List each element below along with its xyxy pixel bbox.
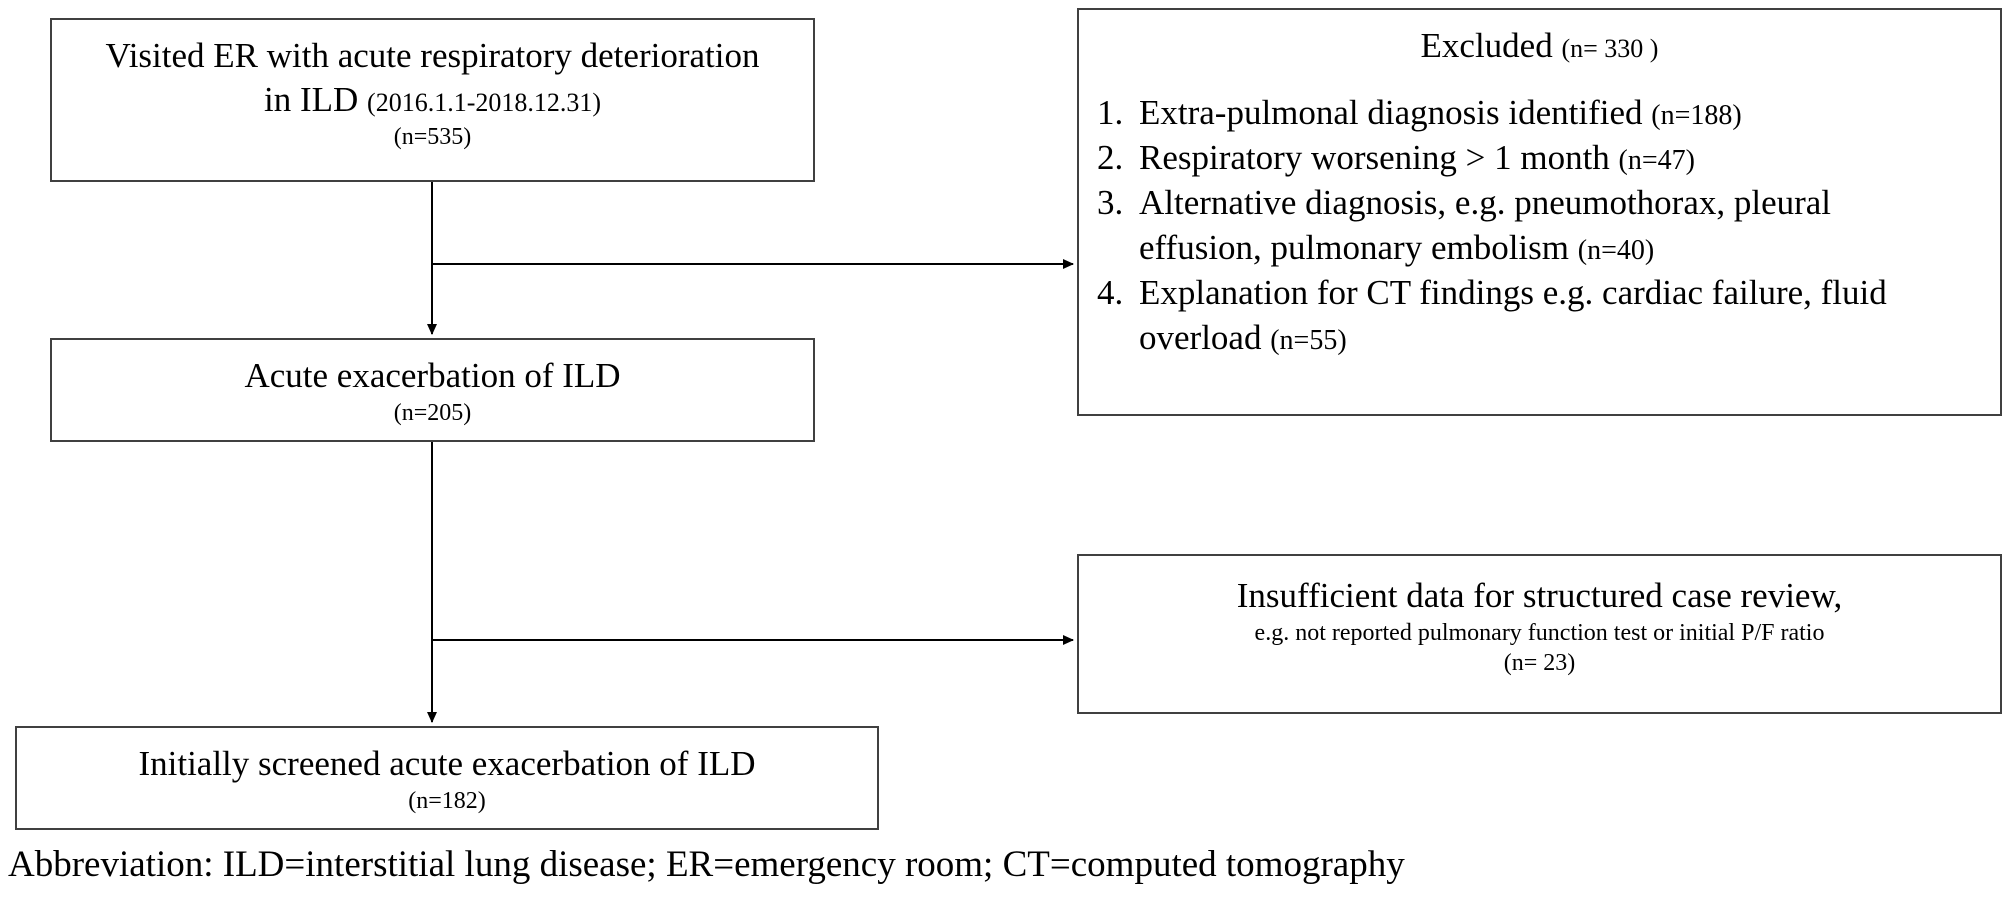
visited-er-count: (n=535) bbox=[393, 124, 472, 150]
excluded-reason-text-cont: effusion, pulmonary embolism (n=40) bbox=[1139, 225, 1980, 270]
abbreviation-footnote: Abbreviation: ILD=interstitial lung dise… bbox=[8, 844, 1405, 885]
excluded-reason-text: Alternative diagnosis, e.g. pneumothorax… bbox=[1139, 183, 1832, 222]
visited-er-line2-main: in ILD bbox=[263, 80, 359, 119]
excluded-count: (n= 330 ) bbox=[1561, 34, 1659, 63]
excluded-reason-text-cont: overload (n=55) bbox=[1139, 315, 1980, 360]
excluded-reason-text: Explanation for CT findings e.g. cardiac… bbox=[1139, 273, 1887, 312]
excluded-reason-text: Respiratory worsening > 1 month bbox=[1139, 138, 1610, 177]
initially-screened-box: Initially screened acute exacerbation of… bbox=[15, 726, 879, 830]
insufficient-data-box: Insufficient data for structured case re… bbox=[1077, 554, 2002, 714]
visited-er-box: Visited ER with acute respiratory deteri… bbox=[50, 18, 815, 182]
excluded-reason-count: (n=47) bbox=[1618, 145, 1695, 176]
excluded-title: Excluded bbox=[1420, 26, 1553, 65]
excluded-reason-number: 2. bbox=[1097, 138, 1124, 177]
insufficient-data-title: Insufficient data for structured case re… bbox=[1236, 576, 1843, 615]
excluded-reason-text: overload bbox=[1139, 318, 1262, 357]
excluded-reason-number: 4. bbox=[1097, 273, 1124, 312]
visited-er-dates: (2016.1.1-2018.12.31) bbox=[367, 88, 602, 117]
excluded-box: Excluded (n= 330 ) 1. Extra-pulmonal dia… bbox=[1077, 8, 2002, 416]
excluded-heading: Excluded (n= 330 ) bbox=[1079, 24, 2000, 68]
excluded-reason-item: 2. Respiratory worsening > 1 month (n=47… bbox=[1079, 135, 2000, 180]
initially-screened-title: Initially screened acute exacerbation of… bbox=[138, 744, 756, 783]
excluded-reason-text: effusion, pulmonary embolism bbox=[1139, 228, 1569, 267]
excluded-reason-count: (n=40) bbox=[1577, 235, 1655, 266]
excluded-reason-count: (n=188) bbox=[1651, 100, 1742, 131]
insufficient-data-detail: e.g. not reported pulmonary function tes… bbox=[1254, 620, 1825, 646]
excluded-reason-item: 1. Extra-pulmonal diagnosis identified (… bbox=[1079, 90, 2000, 135]
initially-screened-count: (n=182) bbox=[408, 788, 486, 814]
acute-exacerbation-title: Acute exacerbation of ILD bbox=[244, 356, 621, 395]
excluded-reason-count: (n=55) bbox=[1270, 325, 1347, 356]
excluded-reason-text: Extra-pulmonal diagnosis identified bbox=[1139, 93, 1643, 132]
visited-er-line1: Visited ER with acute respiratory deteri… bbox=[105, 36, 760, 75]
excluded-reason-item: 4. Explanation for CT findings e.g. card… bbox=[1079, 270, 2000, 360]
acute-exacerbation-count: (n=205) bbox=[393, 400, 472, 426]
visited-er-line2: in ILD (2016.1.1-2018.12.31) bbox=[264, 78, 601, 122]
excluded-reasons-list: 1. Extra-pulmonal diagnosis identified (… bbox=[1079, 90, 2000, 360]
excluded-reason-item: 3. Alternative diagnosis, e.g. pneumotho… bbox=[1079, 180, 2000, 270]
excluded-reason-number: 1. bbox=[1097, 93, 1124, 132]
insufficient-data-count: (n= 23) bbox=[1503, 650, 1576, 676]
excluded-reason-number: 3. bbox=[1097, 183, 1124, 222]
acute-exacerbation-box: Acute exacerbation of ILD (n=205) bbox=[50, 338, 815, 442]
